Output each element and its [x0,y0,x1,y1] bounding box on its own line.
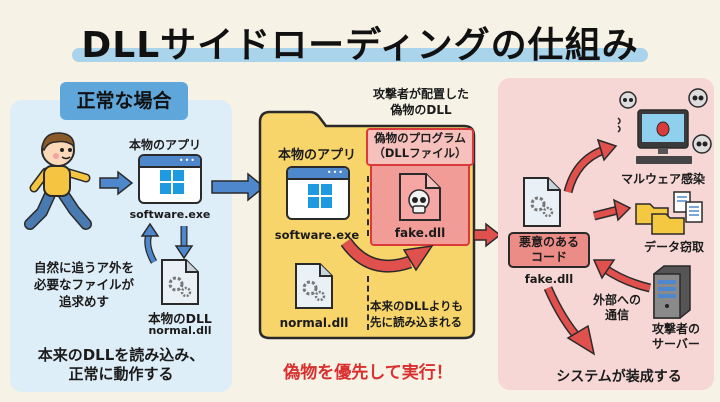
fake-dll-name: fake.dll [394,226,446,240]
normal-dll-name: normal.dll [148,324,212,337]
priority-note-line: 先に読み込まれる [370,315,462,329]
priority-note-line: 本来のDLLよりも [370,299,463,313]
page-title: DLLサイドローディングの仕組み [81,25,639,66]
data-theft-label: データ窃取 [643,240,704,254]
system-label: システムが装成する [556,369,682,385]
fake-program-label-line: （DLLファイル） [373,146,467,160]
arrow-to-impact-icon [473,222,502,248]
normal-exe-name: software.exe [129,208,211,221]
fake-dll-skull-file-icon [399,173,441,221]
attacker-note-line: 偽物のDLL [390,103,452,117]
attack-exe-name: software.exe [274,228,360,242]
normal-summary-line: 本来のDLLを読み込み、 [37,346,205,364]
fake-program-label-box [366,128,474,166]
server-line: 攻撃者の [651,322,700,336]
arrow-right-icon [99,170,134,196]
attack-normal-dll-name: normal.dll [279,316,349,330]
skull-icon [619,91,637,109]
server-label: 攻撃者の サーバー [636,322,716,352]
load-arrows-icon [140,222,194,264]
title-block: DLLサイドローディングの仕組み [60,12,660,66]
normal-note-line: 必要なファイルが [33,277,134,292]
communication-arrow-icon [592,259,652,293]
priority-load-arrow-icon [340,238,434,273]
normal-note: 自然に追うア外を 必要なファイルが 追求めす [20,259,148,310]
fake-program-label: 偽物のプログラム （DLLファイル） [368,131,472,161]
attack-normal-dll-file-icon [295,263,333,309]
fake-program-label-line: 偽物のプログラム [374,131,466,145]
normal-app-label: 本物のアプリ [128,138,201,152]
divider-dashed [367,276,369,330]
normal-case-badge: 正常な場合 [60,82,188,120]
server-line: サーバー [652,337,700,351]
malicious-file-icon [523,177,561,227]
attack-software-exe-icon: ••• [286,166,350,220]
arrow-to-folder-icon [211,172,266,202]
communication-line: 外部への [592,293,641,307]
running-person-icon [24,132,92,230]
divider-dashed [367,176,369,236]
malicious-code-box [508,232,590,268]
skull-icon [688,88,708,108]
normal-summary-line: 正常に動作する [68,365,174,383]
normal-dll-file-icon [161,259,199,305]
attacker-note-line: 攻撃者が配置した [372,87,469,101]
attack-app-label: 本物のアプリ [277,148,356,163]
malware-label: マルウェア感染 [620,172,705,186]
software-exe-icon: ••• [138,154,202,204]
normal-dll-label: 本物のDLL [148,311,212,326]
normal-note-line: 自然に追うア外を [33,260,134,275]
malicious-code-line: 悪意のある [518,235,579,249]
impact-dll-name: fake.dll [524,272,574,286]
stolen-files-icon [635,191,703,235]
malicious-code-label: 悪意のある コード [508,235,590,265]
priority-note: 本来のDLLよりも 先に読み込まれる [370,298,474,330]
skull-icon [692,134,712,154]
impact-arrows-icon [563,138,632,222]
system-compromise-arrow-icon [543,286,596,356]
normal-summary: 本来のDLLを読み込み、 正常に動作する [12,346,230,384]
normal-note-line: 追求めす [58,294,109,309]
attacker-note: 攻撃者が配置した 偽物のDLL [358,86,484,118]
attack-summary: 偽物を優先して実行！ [283,363,453,383]
communication-label: 外部への 通信 [586,293,648,323]
attacker-server-icon [653,265,691,319]
title-highlight [72,48,648,62]
communication-line: 通信 [604,308,629,322]
malicious-code-line: コード [530,250,567,264]
infected-computer-icon [617,88,712,164]
